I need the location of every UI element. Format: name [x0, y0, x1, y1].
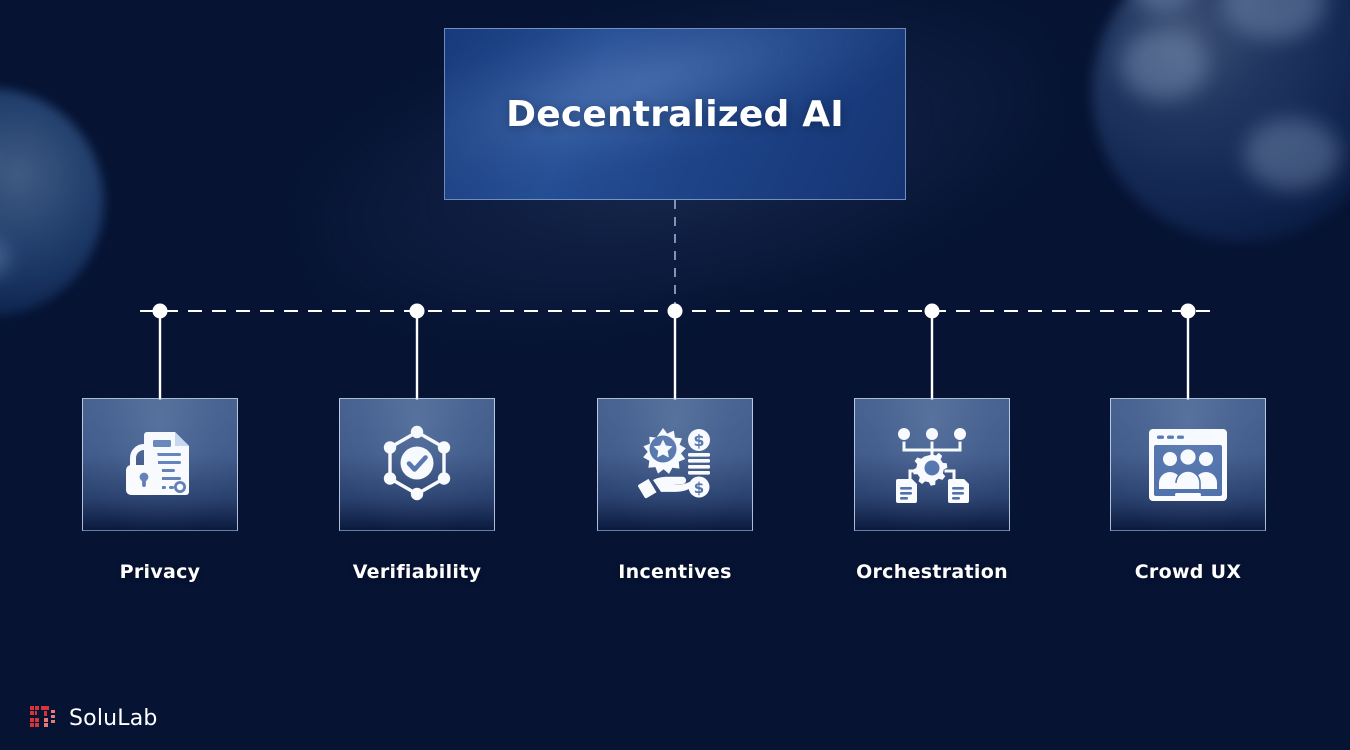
- solulab-pixel-logo-icon: [30, 706, 55, 727]
- workflow-gear-icon: [896, 427, 969, 503]
- hand-reward-coins-icon: $ $: [638, 427, 710, 498]
- card-label-incentives: Incentives: [618, 561, 732, 583]
- globe-decoration-left: [0, 88, 104, 316]
- page-title: Decentralized AI: [506, 93, 844, 135]
- root-node-decentralized-ai[interactable]: Decentralized AI: [444, 28, 906, 200]
- card-label-crowd-ux: Crowd UX: [1134, 561, 1242, 583]
- node-dot-crowd-ux: [1180, 303, 1196, 319]
- card-verifiability[interactable]: [339, 398, 495, 531]
- card-orchestration[interactable]: [854, 398, 1010, 531]
- node-dot-privacy: [152, 303, 168, 319]
- branch-incentives[interactable]: $ $ Incentives: [597, 398, 753, 583]
- branch-orchestration[interactable]: Orchestration: [854, 398, 1010, 583]
- svg-text:$: $: [694, 479, 704, 497]
- branch-privacy[interactable]: Privacy: [82, 398, 238, 583]
- brand-name: SoluLab: [69, 705, 158, 731]
- browser-people-icon: [1149, 428, 1227, 501]
- node-dot-verifiability: [409, 303, 425, 319]
- card-incentives[interactable]: $ $: [597, 398, 753, 531]
- hexagon-check-icon: [383, 425, 451, 500]
- node-dot-orchestration: [924, 303, 940, 319]
- card-label-orchestration: Orchestration: [856, 561, 1008, 583]
- branch-verifiability[interactable]: Verifiability: [339, 398, 495, 583]
- document-lock-icon: [126, 431, 189, 495]
- card-privacy[interactable]: [82, 398, 238, 531]
- svg-text:$: $: [693, 431, 704, 450]
- node-dot-incentives: [667, 303, 683, 319]
- branch-crowd-ux[interactable]: Crowd UX: [1110, 398, 1266, 583]
- card-label-privacy: Privacy: [119, 561, 201, 583]
- globe-decoration-right: [1092, 0, 1350, 242]
- card-crowd-ux[interactable]: [1110, 398, 1266, 531]
- card-label-verifiability: Verifiability: [352, 561, 482, 583]
- brand-logo[interactable]: SoluLab: [30, 704, 158, 732]
